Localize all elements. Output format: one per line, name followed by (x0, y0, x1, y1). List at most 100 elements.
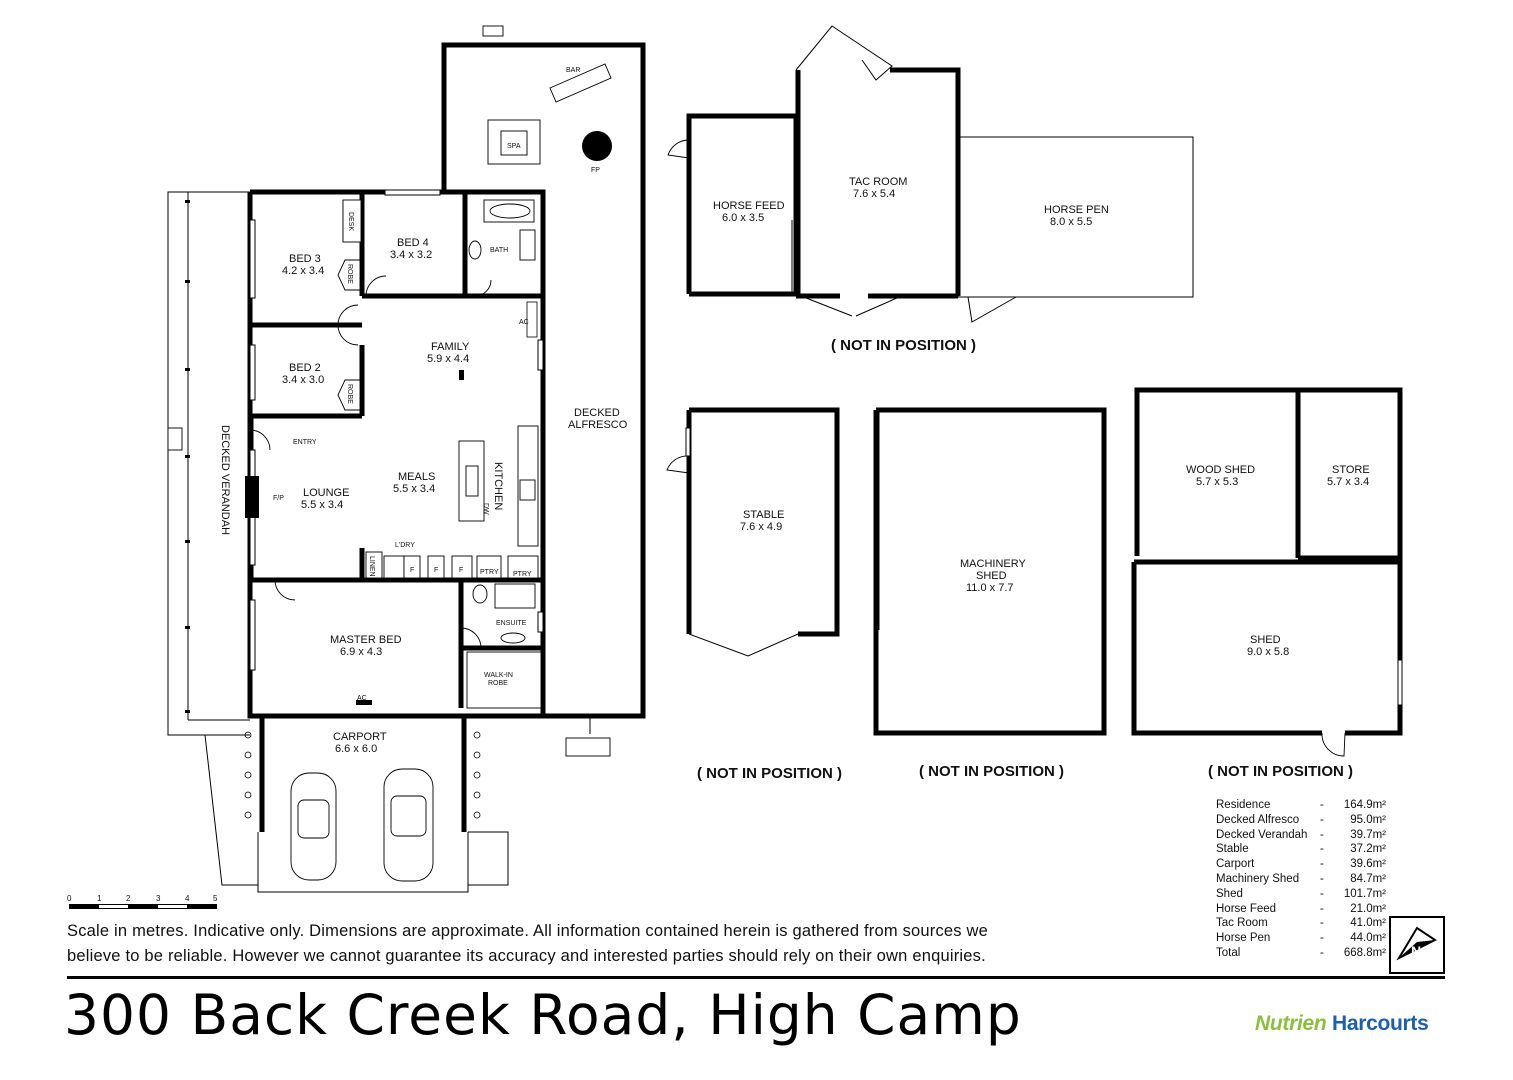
horse-pen: HORSE PEN 8.0 x 5.5 (957, 136, 1194, 323)
meals-dim: 5.5 x 3.4 (393, 483, 435, 495)
robe-label-1: ROBE (346, 264, 353, 284)
decked-verandah: DECKED VERANDAH (167, 191, 258, 886)
area-dash: - (1320, 858, 1324, 871)
area-name: Machinery Shed (1216, 872, 1300, 885)
not-in-position-1: ( NOT IN POSITION ) (831, 337, 976, 354)
verandah-label: DECKED VERANDAH (219, 425, 231, 535)
walkin-label-1: WALK-IN (484, 672, 513, 679)
area-row: Total-668.8m² (1216, 946, 1386, 961)
kitchen-label: KITCHEN (492, 462, 504, 510)
horse-pen-name: HORSE PEN (1044, 204, 1109, 216)
area-row: Decked Alfresco-95.0m² (1216, 813, 1386, 828)
bed2-dim: 3.4 x 3.0 (282, 374, 324, 386)
bed3-dim: 4.2 x 3.4 (282, 265, 324, 277)
area-dash: - (1320, 917, 1324, 930)
area-row: Stable-37.2m² (1216, 842, 1386, 857)
disclaimer: Scale in metres. Indicative only. Dimens… (67, 919, 1207, 969)
area-name: Decked Verandah (1216, 828, 1308, 841)
property-address: 300 Back Creek Road, High Camp (64, 983, 1022, 1047)
ac-label-1: AC (519, 319, 529, 326)
area-dash: - (1320, 843, 1324, 856)
entry-label: ENTRY (293, 439, 317, 446)
scale-tick-2: 2 (126, 894, 131, 903)
carport-name: CARPORT (333, 731, 387, 743)
bed4-name: BED 4 (397, 237, 429, 249)
disclaimer-line-2: believe to be reliable. However we canno… (67, 947, 986, 965)
lounge-name: LOUNGE (303, 487, 349, 499)
area-value: 21.0m² (1350, 902, 1386, 915)
scale-tick-3: 3 (156, 894, 161, 903)
brand-part-1: Nutrien (1255, 1012, 1327, 1035)
compass-letter: N (1411, 943, 1421, 959)
horse-feed-tac-room: HORSE FEED 6.0 x 3.5 TAC ROOM 7.6 x 5.4 (667, 25, 961, 317)
ensuite-label: ENSUITE (496, 620, 527, 627)
area-row: Residence-164.9m² (1216, 798, 1386, 813)
brand-logo: Nutrien Harcourts (1255, 1012, 1429, 1036)
stable-dim: 7.6 x 4.9 (740, 521, 782, 533)
fridge-label-2: F (434, 567, 438, 574)
brand-part-2: Harcourts (1331, 1012, 1429, 1035)
scale-tick-1: 1 (97, 894, 102, 903)
stable: STABLE 7.6 x 4.9 (666, 407, 840, 657)
scale-tick-0: 0 (67, 894, 72, 903)
shed-dim: 9.0 x 5.8 (1247, 646, 1289, 658)
area-row: Decked Verandah-39.7m² (1216, 828, 1386, 843)
carport-dim: 6.6 x 6.0 (335, 743, 377, 755)
area-value: 39.6m² (1350, 858, 1386, 871)
robe-label-2: ROBE (346, 384, 353, 404)
fireplace-label: F/P (273, 495, 284, 502)
spa-label: SPA (507, 143, 521, 150)
area-name: Tac Room (1216, 917, 1268, 930)
master-name: MASTER BED (330, 634, 402, 646)
area-name: Horse Pen (1216, 932, 1271, 945)
bed2-name: BED 2 (289, 362, 321, 374)
master-dim: 6.9 x 4.3 (340, 646, 382, 658)
wood-shed-name: WOOD SHED (1186, 464, 1255, 476)
scale-tick-4: 4 (185, 894, 190, 903)
area-row: Machinery Shed-84.7m² (1216, 872, 1386, 887)
walkin-label-2: ROBE (488, 680, 508, 687)
area-value: 668.8m² (1343, 946, 1386, 959)
footer-rule (67, 976, 1445, 979)
machinery-shed: MACHINERY SHED 11.0 x 7.7 (873, 407, 1107, 736)
ptry-label-2: PTRY (513, 571, 532, 578)
area-name: Shed (1216, 887, 1243, 900)
area-dash: - (1320, 946, 1324, 959)
decked-alfresco: DECKED ALFRESCO SPA BAR FP (441, 25, 646, 757)
area-row: Shed-101.7m² (1216, 887, 1386, 902)
area-row: Horse Pen - 44.0m² (1216, 931, 1386, 946)
area-name: Residence (1216, 799, 1271, 811)
bed4-dim: 3.4 x 3.2 (390, 249, 432, 261)
linen-label: LINEN (368, 556, 375, 577)
area-dash: - (1320, 932, 1324, 945)
machinery-dim: 11.0 x 7.7 (966, 582, 1014, 594)
scale-bar: 0 1 2 3 4 5 (67, 894, 218, 909)
house-walls: BED 3 4.2 x 3.4 BED 4 3.4 x 3.2 BED 2 3.… (245, 189, 546, 719)
dishwasher-label: DW (482, 503, 489, 515)
carport: CARPORT 6.6 x 6.0 (244, 716, 509, 893)
desk-label: DESK (347, 212, 354, 231)
disclaimer-line-1: Scale in metres. Indicative only. Dimens… (67, 922, 989, 940)
horse-feed-dim: 6.0 x 3.5 (722, 212, 764, 224)
family-dim: 5.9 x 4.4 (427, 353, 469, 365)
family-name: FAMILY (431, 341, 470, 353)
area-dash: - (1320, 887, 1324, 900)
area-dash: - (1320, 872, 1324, 885)
not-in-position-2: ( NOT IN POSITION ) (697, 765, 842, 782)
ptry-label-1: PTRY (480, 569, 499, 576)
sheds-group: WOOD SHED 5.7 x 5.3 STORE 5.7 x 3.4 SHED… (1131, 387, 1403, 757)
bath-label: BATH (490, 247, 508, 254)
area-value: 39.7m² (1350, 828, 1386, 841)
horse-pen-dim: 8.0 x 5.5 (1050, 216, 1092, 228)
not-in-position-3: ( NOT IN POSITION ) (919, 763, 1064, 780)
area-value: 95.0m² (1350, 813, 1386, 826)
area-value: 44.0m² (1350, 932, 1386, 945)
fridge-label-3: F (459, 567, 463, 574)
not-in-position-4: ( NOT IN POSITION ) (1208, 763, 1353, 780)
shed-name: SHED (1250, 634, 1281, 646)
machinery-name-2: SHED (976, 570, 1007, 582)
area-dash: - (1320, 902, 1324, 915)
area-row: Horse Feed-21.0m² (1216, 902, 1386, 917)
bar-label: BAR (566, 67, 580, 74)
